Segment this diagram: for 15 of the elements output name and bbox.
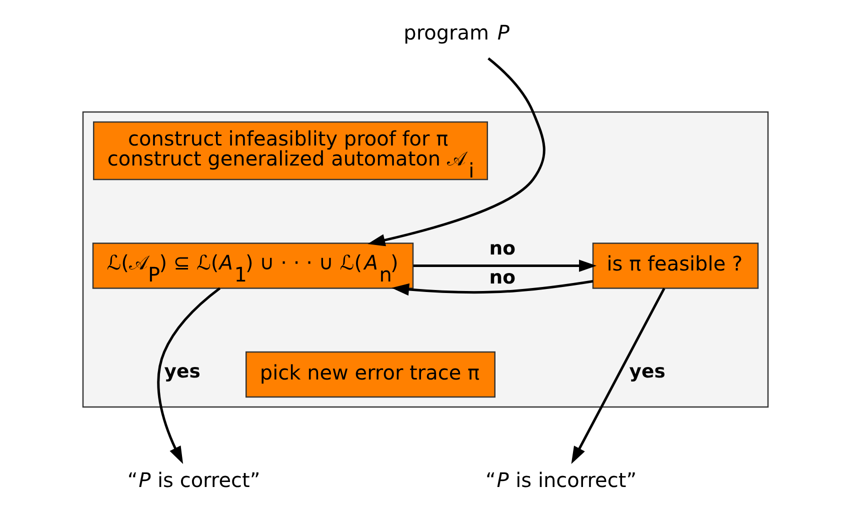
arrow [413,260,597,272]
node-text: “P is incorrect” [486,468,637,492]
edge-label: no [489,267,516,288]
arrow [157,287,221,464]
cluster [82,111,769,408]
edge-label: yes [164,362,200,383]
node-box: is π feasible ? [592,242,759,289]
arrow [392,280,594,296]
node-box: pick new error trace π [246,351,496,398]
node-text: program P [404,20,510,44]
node-text: “P is correct” [127,468,260,492]
edge-label: no [489,238,516,260]
arrow [571,288,666,464]
arrow [368,57,546,246]
edge-label: yes [629,362,666,383]
